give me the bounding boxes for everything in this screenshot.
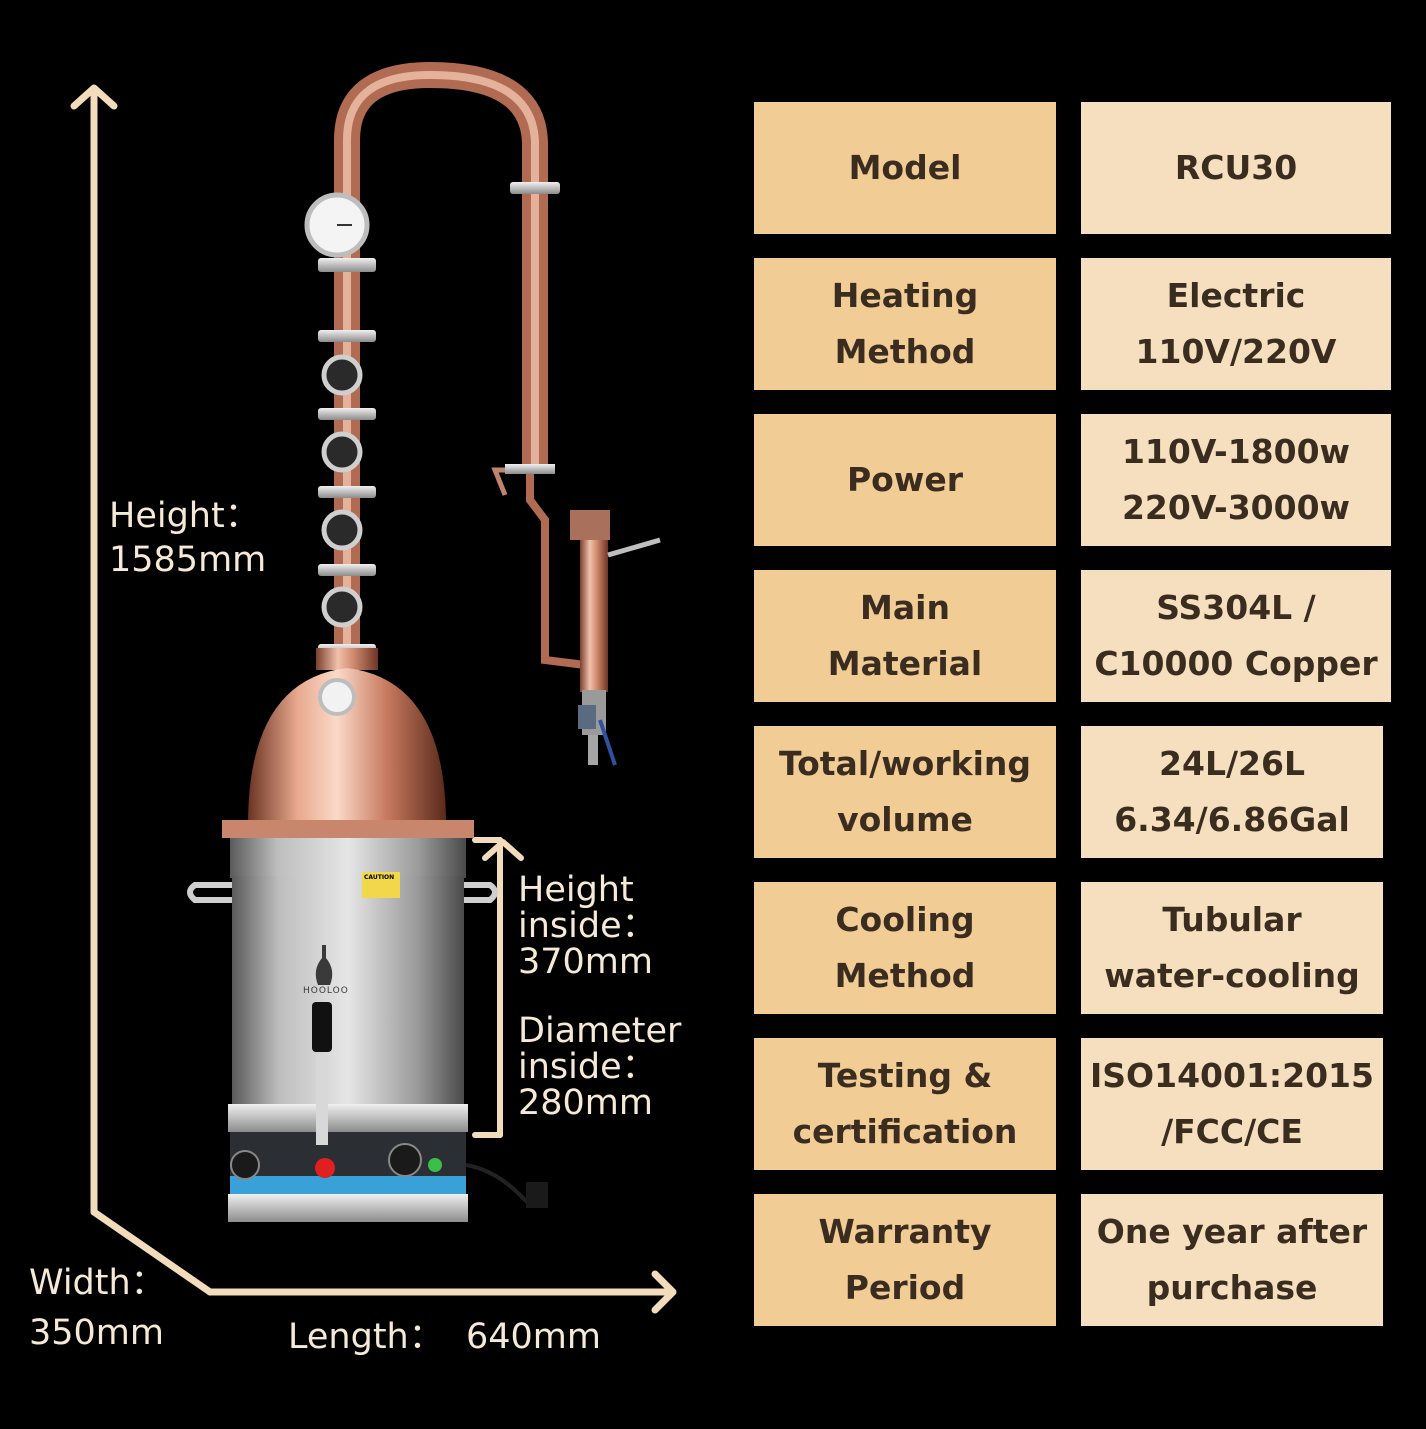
spec-value-text: 6.34/6.86Gal — [1114, 800, 1350, 839]
spec-value-cell: 24L/26L 6.34/6.86Gal — [1081, 726, 1383, 858]
height-value: 1585mm — [109, 539, 267, 580]
spec-value-text: RCU30 — [1174, 148, 1298, 187]
spec-value-cell: RCU30 — [1081, 102, 1391, 234]
copper-dome — [222, 648, 474, 838]
spec-value-cell: 110V-1800w 220V-3000w — [1081, 414, 1391, 546]
spec-label-text: Main — [860, 588, 950, 627]
spec-value-text: water-cooling — [1104, 956, 1360, 995]
inner-diameter-line-2: inside： — [518, 1047, 657, 1087]
inner-diameter-label: Diameter inside： 280mm — [518, 1013, 681, 1121]
spec-value-cell: One year after purchase — [1081, 1194, 1383, 1326]
spec-label-cell: Total/working volume — [754, 726, 1056, 858]
spec-label-text: Power — [847, 460, 963, 499]
inner-height-bracket — [472, 837, 524, 1138]
width-value: 350mm — [29, 1313, 164, 1353]
spec-value-text: ISO14001:2015 — [1090, 1056, 1374, 1095]
spec-label-text: Model — [848, 148, 962, 187]
height-title: Height： — [109, 496, 260, 536]
spec-value-text: One year after — [1096, 1212, 1368, 1251]
spec-value-text: /FCC/CE — [1161, 1112, 1303, 1151]
inner-height-line-2: inside： — [518, 906, 657, 946]
spec-value-cell: Electric 110V/220V — [1081, 258, 1391, 390]
spec-label-text: Cooling — [835, 900, 975, 939]
spec-value-text: 110V/220V — [1135, 332, 1337, 371]
inner-diameter-line-1: Diameter — [518, 1011, 682, 1051]
spec-label-text: Total/working — [778, 744, 1031, 783]
spec-label-cell: Power — [754, 414, 1056, 546]
spec-label-text: Method — [834, 956, 976, 995]
inner-height-line-3: 370mm — [518, 942, 653, 982]
spec-value-text: Electric — [1166, 276, 1306, 315]
height-label: Height： 1585mm — [109, 495, 266, 583]
spec-value-text: C10000 Copper — [1094, 644, 1378, 683]
spec-label-text: Heating — [831, 276, 979, 315]
height-arrow — [70, 84, 118, 1216]
spec-label-text: volume — [837, 800, 973, 839]
spec-value-text: 110V-1800w — [1121, 432, 1351, 471]
spec-label-text: Material — [827, 644, 983, 683]
caution-label: CAUTION — [364, 874, 395, 881]
width-title: Width： — [29, 1263, 166, 1303]
spec-value-text: Tubular — [1162, 900, 1302, 939]
spec-value-text: purchase — [1146, 1268, 1318, 1307]
copper-column — [304, 61, 661, 766]
brand-logo-text: HOOLOO — [303, 986, 349, 996]
spec-label-text: Warranty — [818, 1212, 992, 1251]
spec-label-cell: Testing & certification — [754, 1038, 1056, 1170]
length-arrow — [206, 1270, 677, 1314]
spec-label-text: Testing & — [817, 1056, 993, 1095]
spec-label-text: Method — [834, 332, 976, 371]
inner-height-line-1: Height — [518, 870, 634, 910]
spec-value-cell: Tubular water-cooling — [1081, 882, 1383, 1014]
inner-diameter-line-3: 280mm — [518, 1083, 653, 1123]
spec-value-text: 220V-3000w — [1121, 488, 1351, 527]
spec-value-text: 24L/26L — [1159, 744, 1305, 783]
inner-height-label: Height inside： 370mm — [518, 872, 657, 980]
width-label: Width： 350mm — [29, 1258, 166, 1358]
spec-label-text: Period — [844, 1268, 966, 1307]
spec-value-cell: ISO14001:2015/FCC/CE — [1081, 1038, 1383, 1170]
length-label: Length： 640mm — [288, 1317, 601, 1357]
width-arrow — [90, 1208, 214, 1296]
spec-label-text: certification — [792, 1112, 1018, 1151]
boiler-pot — [187, 838, 548, 1222]
spec-label-cell: Model — [754, 102, 1056, 234]
spec-value-text: SS304L / — [1156, 588, 1316, 627]
spec-value-cell: SS304L / C10000 Copper — [1081, 570, 1391, 702]
